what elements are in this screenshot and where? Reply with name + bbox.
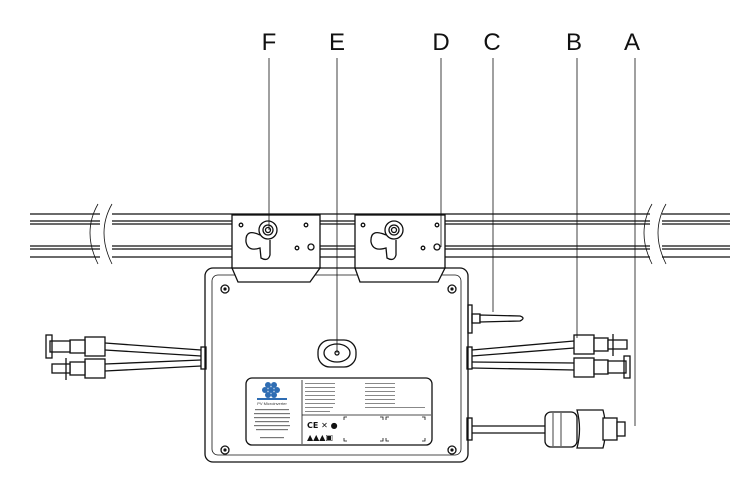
- svg-text:▲▲▲▣: ▲▲▲▣: [307, 433, 333, 442]
- callout-B: B: [566, 29, 582, 56]
- callouts: F E D C B A: [262, 29, 640, 426]
- dc-connector-right-top: [573, 334, 628, 356]
- callout-E: E: [329, 29, 345, 56]
- svg-text:CE ✕ ●: CE ✕ ●: [307, 421, 338, 430]
- dc-connector-left-top: [45, 334, 106, 359]
- antenna-icon: [467, 304, 524, 334]
- dc-input-cables-left: [45, 334, 202, 380]
- dc-connector-right-bottom: [573, 355, 631, 379]
- callout-F: F: [262, 29, 277, 56]
- spec-table: [305, 383, 425, 412]
- callout-A: A: [624, 29, 640, 56]
- certification-marks-icon: CE ✕ ● ▲▲▲▣: [307, 421, 338, 442]
- callout-C: C: [483, 29, 500, 56]
- ac-output-connector: [472, 409, 626, 449]
- dc-connector-left-bottom: [51, 358, 106, 380]
- callout-D: D: [432, 29, 449, 56]
- rail-break-icon: [643, 203, 653, 265]
- mounting-hole-icon: [220, 284, 457, 455]
- nameplate-product: PV Microinverter: [257, 401, 287, 406]
- rail-break-icon: [89, 203, 99, 265]
- nameplate-label: PV Microinverter CE ✕ ● ▲▲▲▣: [245, 377, 433, 446]
- serial-barcode-area: [343, 416, 426, 442]
- mounting-bracket-left: [231, 214, 321, 269]
- mounting-bracket-right: [354, 214, 446, 269]
- dc-input-cables-right: [471, 334, 631, 379]
- brand-logo: [257, 382, 287, 400]
